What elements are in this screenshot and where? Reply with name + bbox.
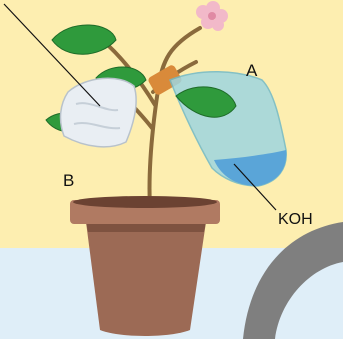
label-koh: KOH xyxy=(278,212,313,228)
label-b: B xyxy=(63,172,74,189)
label-a: A xyxy=(246,62,257,79)
bag-b xyxy=(61,78,137,147)
